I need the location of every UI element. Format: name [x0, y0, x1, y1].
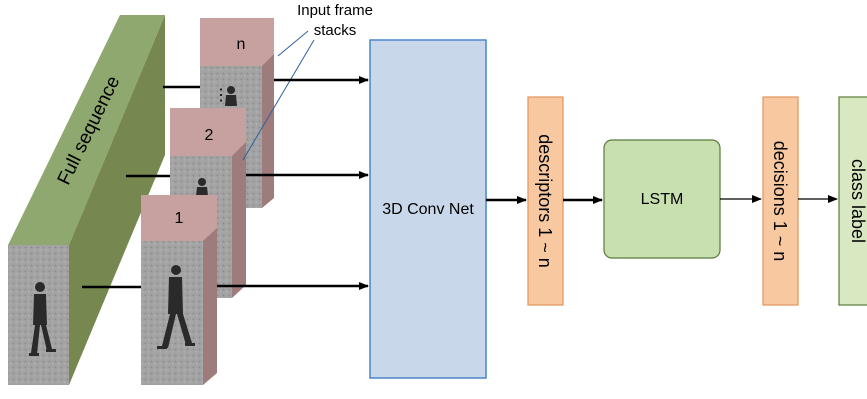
- stack-2-person-figure: [196, 178, 208, 196]
- input-frame-stacks-label-line1: Input frame: [297, 2, 373, 19]
- descriptors-block: descriptors 1 ~ n: [527, 96, 564, 306]
- full-sequence-frame: [8, 245, 69, 385]
- lstm-label: LSTM: [641, 191, 684, 208]
- stack-n-label: n: [237, 36, 246, 53]
- decisions-box: [762, 96, 799, 306]
- descriptors-box: [527, 96, 564, 306]
- sequence-to-stack-lines: [82, 85, 200, 289]
- full-sequence-block: Full sequence: [8, 15, 165, 385]
- stack-1-person-figure: [157, 265, 195, 349]
- stack-2-top-face: [170, 108, 246, 156]
- input-frame-stacks-label-line2: stacks: [314, 22, 357, 39]
- full-sequence-side-face: [69, 15, 165, 385]
- stack-n-person-figure: [225, 86, 237, 106]
- stack-2-side-face: [232, 142, 246, 298]
- full-sequence-front-face: [8, 15, 165, 245]
- decisions-block: decisions 1 ~ n: [762, 96, 799, 306]
- conv-net-label: 3D Conv Net: [382, 201, 474, 218]
- class-label-block: class label: [838, 96, 867, 306]
- class-label-text: class label: [848, 159, 867, 243]
- stack-to-convnet-arrows: [217, 76, 369, 290]
- decisions-label: decisions 1 ~ n: [770, 141, 790, 262]
- annotation-leader-line-to-stack-n: [277, 30, 309, 57]
- stack-n-side-face: [262, 54, 274, 208]
- class-label-box: [838, 96, 867, 306]
- walking-person-figure: [29, 282, 56, 356]
- descriptors-label: descriptors 1 ~ n: [535, 134, 555, 268]
- conv-net-block: 3D Conv Net: [369, 39, 487, 379]
- lstm-block: LSTM: [603, 139, 721, 259]
- input-stack-1: 1: [141, 195, 217, 385]
- stack-1-top-face: [141, 195, 217, 241]
- conv-net-box: [369, 39, 487, 379]
- stack-n-ellipsis: ⋮: [213, 87, 229, 104]
- stack-1-side-face: [203, 228, 217, 385]
- stack-n-top-face: [200, 18, 274, 66]
- input-frame-stacks-annotation: Input frame stacks: [242, 2, 373, 161]
- annotation-leader-line-to-stack-2: [242, 39, 315, 161]
- stack-1-label: 1: [175, 210, 184, 227]
- stack-2-label: 2: [205, 127, 214, 144]
